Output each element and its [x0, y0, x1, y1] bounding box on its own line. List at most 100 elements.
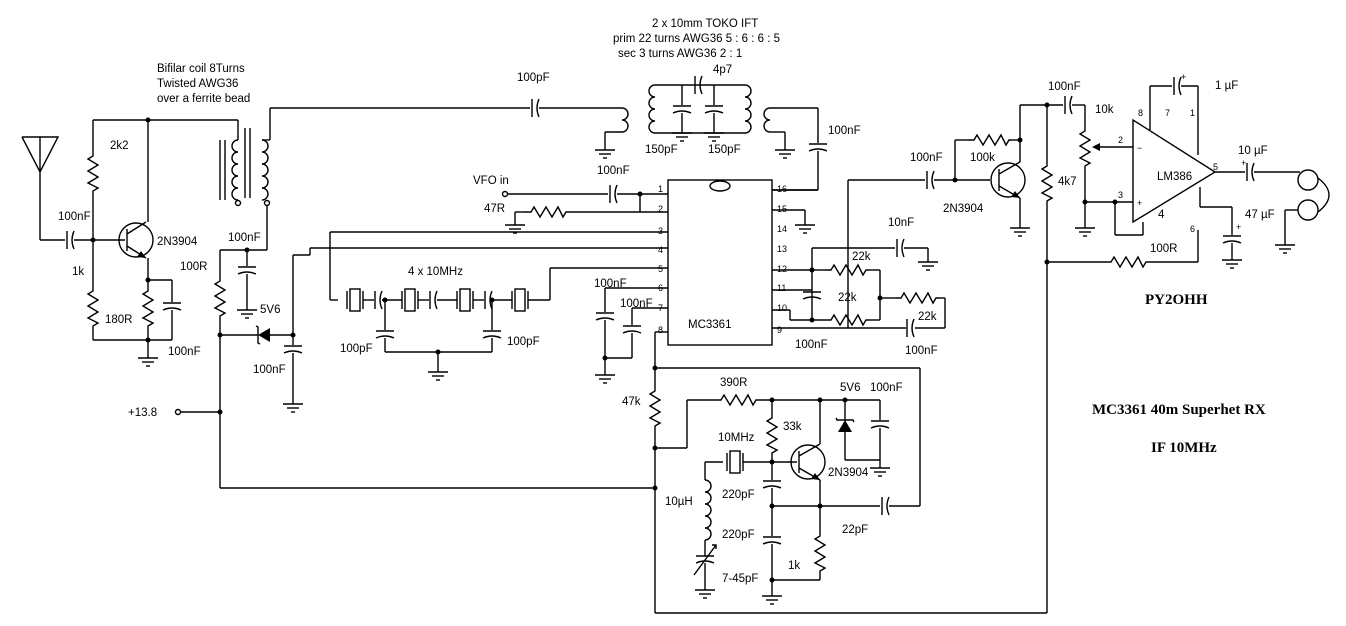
ground-q1 [137, 357, 159, 367]
cap-z-100nF [283, 345, 303, 354]
ic-pin-8: 8 [658, 325, 663, 335]
ic-pin-3: 3 [658, 226, 663, 236]
vfo-in-label: VFO in [473, 175, 509, 187]
svg-text:−: − [1137, 143, 1142, 153]
inductor-10uH [704, 479, 712, 541]
ic-pin-2: 2 [658, 204, 663, 214]
xtal-filter-2 [401, 288, 419, 312]
res-4k7 [1041, 159, 1053, 205]
vfo-in-terminal[interactable] [501, 190, 509, 198]
label-c-p6: 100nF [594, 278, 627, 290]
ift-1 [648, 84, 700, 142]
label-r-47R: 47R [484, 203, 505, 215]
ic-pin-5: 5 [658, 264, 663, 274]
ground-filter [427, 371, 449, 381]
label-r-47k: 47k [622, 396, 641, 408]
svg-text:+: + [1137, 198, 1142, 208]
res-390R [714, 394, 760, 406]
label-trim: 7-45pF [722, 573, 758, 585]
label-pot-10k: 10k [1095, 104, 1114, 116]
ground-pot [1074, 227, 1096, 237]
label-c-150b: 150pF [708, 144, 741, 156]
label-l-10uH: 10µH [665, 496, 693, 508]
bifilar-transformer [219, 128, 271, 207]
res-2k2 [87, 149, 99, 195]
ic-label: MC3361 [688, 319, 731, 331]
cap-top-100pF [531, 98, 540, 118]
res-1k-osc [814, 529, 826, 575]
label-r-1k: 1k [72, 266, 84, 278]
transistor-q1 [118, 221, 154, 259]
note-ift-1: 2 x 10mm TOKO IFT [652, 18, 758, 30]
ift-input-coil [594, 107, 629, 159]
cap-osc-100nF [870, 420, 890, 429]
xtal-filter-4 [511, 288, 529, 312]
label-c-220a: 220pF [722, 489, 755, 501]
cap-ift-100nF [808, 143, 828, 152]
ground-osc-b [761, 595, 783, 605]
label-r-22k-c: 22k [918, 311, 937, 323]
amp-pin-3: 3 [1118, 190, 1123, 200]
label-r-100k: 100k [970, 152, 995, 164]
ground-osc [869, 467, 891, 477]
ground-mix [236, 309, 258, 319]
res-1k [87, 284, 99, 330]
ic-mc3361 [667, 179, 773, 346]
amp-lm386: − + [1132, 118, 1217, 224]
label-c-p9: 100nF [795, 339, 828, 351]
label-r-4k7: 4k7 [1058, 176, 1077, 188]
cap-pot-100nF [1064, 95, 1073, 115]
label-c-filter-1: 100pF [340, 343, 373, 355]
label-c-top: 100pF [517, 72, 550, 84]
ic-pin-4: 4 [658, 245, 663, 255]
label-c-1uF: 1 µF [1215, 80, 1238, 92]
transistor-q3 [790, 443, 826, 481]
note-bifilar-2: Twisted AWG36 [157, 78, 238, 90]
amp-pin-2: 2 [1118, 135, 1123, 145]
note-bifilar-3: over a ferrite bead [157, 93, 250, 105]
res-180R [142, 284, 154, 330]
amp-pin-6: 6 [1190, 224, 1195, 234]
supply-label: +13.8 [128, 407, 157, 419]
res-100k [967, 134, 1013, 146]
cap-filter-100pF-2 [482, 330, 502, 339]
cap-10uF [1246, 162, 1255, 182]
zener-5v6-left [255, 325, 270, 345]
supply-terminal [174, 408, 182, 416]
author-label: PY2OHH [1145, 292, 1208, 308]
xtal-filter-3 [456, 288, 474, 312]
label-q2: 2N3904 [943, 203, 984, 215]
label-r-390R: 390R [720, 377, 748, 389]
amp-pin-1: 1 [1190, 108, 1195, 118]
res-100R-amp [1104, 256, 1150, 268]
svg-text:+: + [1236, 222, 1241, 232]
cap-emit-100nF [162, 302, 182, 311]
ground-47uF [1221, 259, 1243, 269]
res-33k [766, 411, 778, 457]
zener-5v6-osc [835, 417, 855, 432]
label-xtal-filter: 4 x 10MHz [408, 266, 463, 278]
res-22k-b [824, 314, 870, 326]
label-xtal-osc: 10MHz [718, 432, 755, 444]
amp-pin-5: 5 [1213, 162, 1218, 172]
res-47R [524, 206, 570, 218]
cap-10nF [896, 238, 905, 258]
ground-10nF [917, 261, 939, 271]
label-c-mix: 100nF [228, 232, 261, 244]
cap-22pF [881, 496, 890, 516]
ic-pin-15: 15 [777, 204, 787, 214]
label-c-ant: 100nF [58, 211, 91, 223]
circuit-title: MC3361 40m Superhet RX [1092, 402, 1266, 418]
label-c-pot: 100nF [1048, 81, 1081, 93]
xtal-osc [726, 450, 744, 474]
ground-zener [282, 403, 304, 413]
label-r-33k: 33k [783, 421, 802, 433]
label-c-z: 100nF [253, 364, 286, 376]
ift-2 [700, 84, 752, 142]
ground-q2 [1009, 227, 1031, 237]
label-c-47uF: 47 µF [1245, 209, 1275, 221]
ic-pin-10: 10 [777, 303, 787, 313]
cap-220pF-b [762, 536, 782, 545]
label-z-left: 5V6 [260, 304, 280, 316]
